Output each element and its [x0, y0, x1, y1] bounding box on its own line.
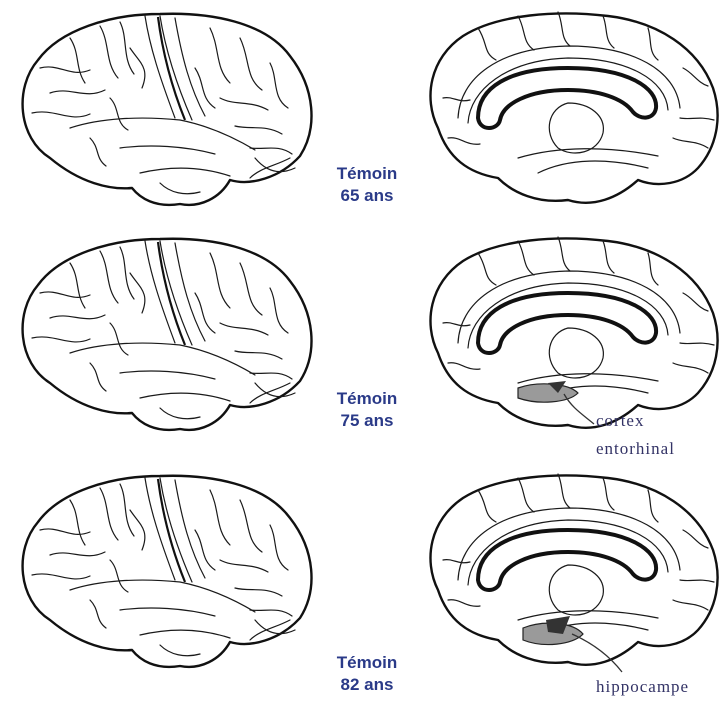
panel-age: 82 ans [312, 674, 422, 696]
lateral-brain-view-75 [10, 233, 320, 443]
panel-label-75: Témoin 75 ans [312, 388, 422, 432]
medial-brain-view-65 [418, 8, 720, 218]
panel-label-65: Témoin 65 ans [312, 163, 422, 207]
annotation-hippocampus-text: hippocampe [596, 676, 689, 698]
lateral-brain-view-82 [10, 470, 320, 680]
lateral-brain-view-65 [10, 8, 320, 218]
annotation-entorhinal-line2: entorhinal [596, 438, 675, 460]
panel-group: Témoin [312, 163, 422, 185]
panel-group: Témoin [312, 652, 422, 674]
entorhinal-pointer-line [560, 390, 600, 430]
panel-group: Témoin [312, 388, 422, 410]
annotation-hippocampus: hippocampe [596, 676, 689, 698]
annotation-entorhinal-line1: cortex [596, 410, 675, 432]
hippocampus-pointer-line [570, 628, 630, 678]
panel-age: 65 ans [312, 185, 422, 207]
medial-brain-view-82 [418, 470, 720, 680]
panel-age: 75 ans [312, 410, 422, 432]
panel-label-82: Témoin 82 ans [312, 652, 422, 696]
annotation-entorhinal: cortex entorhinal [596, 410, 675, 460]
